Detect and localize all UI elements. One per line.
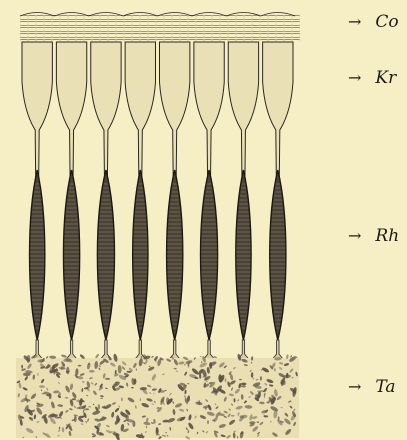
cornea-line [20, 19, 300, 20]
label-kr-text: Kr [375, 68, 396, 88]
ommatidium [22, 42, 52, 370]
rhabdom [201, 170, 218, 340]
ommatidium [194, 42, 224, 370]
tapetum-speck [199, 374, 201, 379]
arrow-icon: → [348, 377, 361, 396]
tapetum-speck [241, 383, 247, 386]
tapetum-speck [74, 416, 77, 422]
crystalline-cone [263, 42, 293, 178]
ommatidium [125, 42, 155, 370]
label-ta-text: Ta [375, 377, 395, 397]
ommatidia-group [22, 42, 293, 370]
rhabdom [167, 170, 183, 340]
cornea-line [20, 33, 300, 34]
tapetum-layer [16, 353, 299, 440]
label-kr: → Kr [348, 68, 396, 88]
cornea-line [20, 31, 300, 32]
ommatidium [263, 42, 293, 370]
crystalline-cone [22, 42, 52, 178]
label-ta: → Ta [348, 377, 396, 397]
rhabdom [97, 170, 114, 340]
cornea-line [20, 37, 300, 38]
tapetum-speck [89, 370, 95, 373]
arrow-icon: → [348, 226, 361, 245]
cornea-line [20, 25, 300, 26]
tapetum-speck [29, 410, 34, 412]
cornea-line [20, 21, 300, 22]
tapetum-speck [61, 354, 67, 358]
arrow-icon: → [348, 68, 361, 87]
rhabdom [63, 170, 79, 340]
crystalline-cone [228, 42, 258, 178]
crystalline-cone [125, 42, 155, 178]
rhabdom [236, 170, 251, 340]
ommatidium [56, 42, 86, 370]
label-co-text: Co [375, 12, 398, 32]
tapetum-speck [231, 415, 235, 417]
rhabdom [270, 170, 286, 340]
tapetum-speck [95, 353, 100, 358]
cornea-line [20, 27, 300, 28]
tapetum-speck [199, 356, 201, 358]
rhabdom [30, 170, 45, 340]
label-rh: → Rh [348, 226, 399, 246]
label-co: → Co [348, 12, 399, 32]
tapetum-speck [281, 407, 283, 408]
crystalline-cone [160, 42, 190, 178]
ommatidium [160, 42, 190, 370]
crystalline-cone [91, 42, 121, 178]
cornea-layer [20, 13, 300, 41]
crystalline-cone [56, 42, 86, 178]
rhabdom [133, 170, 148, 340]
arrow-icon: → [348, 12, 361, 31]
label-rh-text: Rh [375, 226, 399, 246]
tapetum-speck [151, 355, 154, 358]
ommatidium [228, 42, 258, 370]
ommatidium [91, 42, 121, 370]
crystalline-cone [194, 42, 224, 178]
cornea-line [20, 39, 300, 40]
